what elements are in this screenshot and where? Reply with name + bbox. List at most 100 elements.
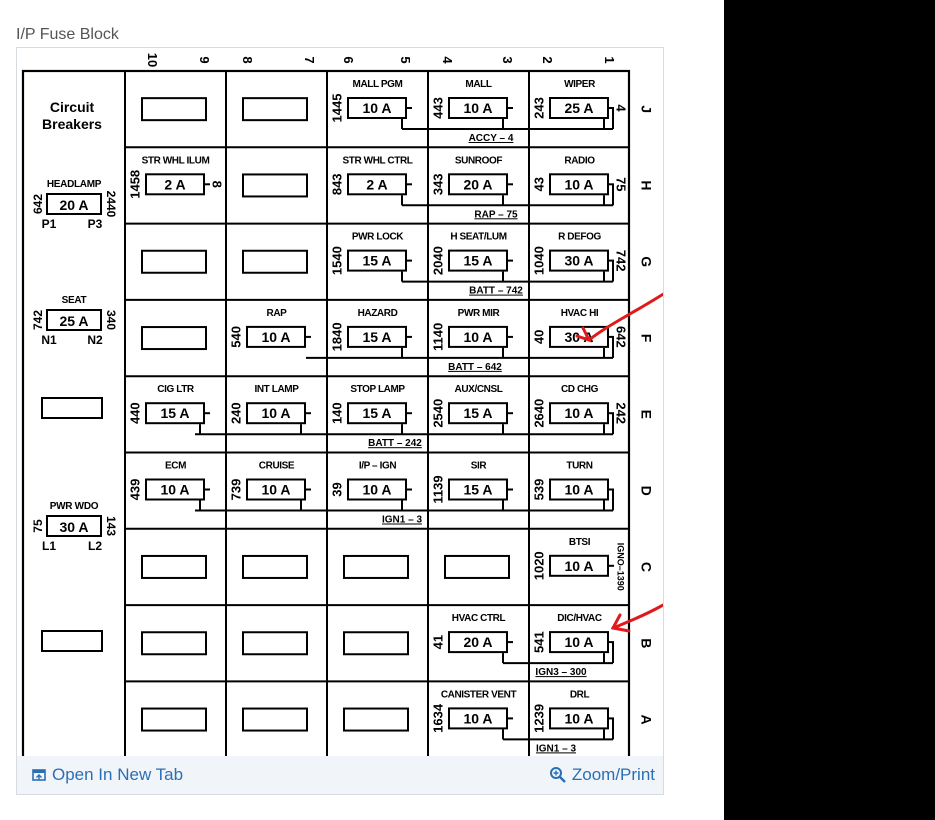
empty-fuse-slot (141, 249, 207, 274)
fuse-label: PWR MIR (458, 308, 501, 319)
column-number-10: 10 (145, 53, 160, 67)
bus-bar-label: BATT – 242 (368, 438, 422, 449)
fuse-circuit-number: 541 (531, 631, 546, 653)
empty-fuse-slot (141, 97, 207, 122)
empty-breaker-slot (41, 397, 103, 419)
fuse-circuit-number: 1840 (329, 322, 344, 351)
fuse-label: CD CHG (561, 384, 599, 395)
fuse-circuit-number: 843 (329, 173, 344, 195)
fuse-slot: PWR LOCK 15 A 1540 (329, 232, 412, 275)
fuse-circuit-number: 443 (430, 97, 445, 119)
empty-fuse-slot (242, 249, 308, 274)
fuse-rating: 10 A (564, 710, 593, 726)
fuse-rating: 10 A (463, 710, 492, 726)
breaker-terminal-1: L1 (42, 539, 56, 553)
fuse-rating: 10 A (261, 405, 290, 421)
fuse-circuit-number-2: 242 (614, 402, 629, 424)
fuse-rating: 10 A (261, 329, 290, 345)
zoom-print-link[interactable]: Zoom/Print (549, 765, 655, 785)
fuse-label: DRL (570, 689, 590, 700)
fuse-label: H SEAT/LUM (450, 232, 506, 243)
fuse-circuit-number: 243 (531, 97, 546, 119)
breaker-label: PWR WDO (50, 501, 99, 512)
empty-fuse-slot (242, 631, 308, 656)
fuse-circuit-number: 539 (531, 479, 546, 501)
fuse-rating: 15 A (463, 482, 492, 498)
fuse-label: WIPER (564, 79, 596, 90)
breaker-circuit-right: 143 (104, 516, 118, 536)
fuse-circuit-number-2: 8 (210, 181, 225, 188)
fuse-label: MALL PGM (353, 79, 403, 90)
fuse-label: RADIO (564, 155, 595, 166)
fuse-rating: 20 A (463, 176, 492, 192)
fuse-rating: 15 A (463, 253, 492, 269)
column-number-9: 9 (197, 56, 212, 63)
empty-fuse-slot (343, 707, 409, 732)
red-arrow-1-head (575, 326, 592, 343)
open-in-new-tab-link[interactable]: Open In New Tab (31, 765, 183, 785)
empty-fuse-slot (242, 173, 308, 198)
empty-fuse-slot (141, 631, 207, 656)
fuse-label: HVAC HI (561, 308, 599, 319)
bus-bar: BATT – 242 (195, 413, 614, 449)
zoom-print-label: Zoom/Print (571, 765, 655, 784)
fuse-label: INT LAMP (254, 384, 299, 395)
breaker-circuit-right: 340 (104, 310, 118, 330)
fuse-rating: 15 A (362, 329, 391, 345)
breaker-box (46, 309, 102, 331)
open-in-new-tab-label: Open In New Tab (52, 765, 184, 784)
breaker-label: SEAT (62, 295, 87, 306)
row-letter-B: B (638, 638, 654, 648)
fuse-circuit-number: 439 (127, 479, 142, 501)
fuse-circuit-number: 1040 (531, 246, 546, 275)
fuse-label: PWR LOCK (352, 232, 404, 243)
breaker-terminal-2: N2 (87, 333, 103, 347)
fuse-rating: 20 A (463, 634, 492, 650)
breaker-terminal-2: P3 (88, 217, 103, 231)
fuse-circuit-number: 1634 (430, 703, 445, 733)
empty-fuse-slot (141, 554, 207, 579)
fuse-label: CRUISE (259, 461, 295, 472)
bus-bar-label: BATT – 742 (469, 286, 523, 297)
row-letter-G: G (638, 256, 654, 267)
fuse-label: RAP (267, 308, 288, 319)
empty-fuse-slot (444, 554, 510, 579)
breaker-terminal-1: P1 (42, 217, 57, 231)
fuse-circuit-number: 240 (228, 402, 243, 424)
breaker-circuit-left: 75 (31, 519, 45, 533)
fuse-rating: 10 A (463, 100, 492, 116)
empty-fuse-slots (141, 97, 510, 732)
bus-bar-label: IGN3 – 300 (535, 667, 587, 678)
empty-fuse-slot (242, 707, 308, 732)
row-letter-H: H (638, 180, 654, 190)
bus-bar: ACCY – 4 (401, 108, 614, 144)
fuse-label: SUNROOF (455, 155, 502, 166)
fuse-circuit-number: 1540 (329, 246, 344, 275)
column-number-7: 7 (302, 56, 317, 63)
fuse-rating: 10 A (463, 329, 492, 345)
fuse-rating: 10 A (564, 634, 593, 650)
fuse-rating: 15 A (362, 253, 391, 269)
breaker-terminal-1: N1 (41, 333, 57, 347)
fuse-label: HVAC CTRL (452, 613, 506, 624)
fuse-circuit-number: 2540 (430, 399, 445, 428)
fuse-label: R DEFOG (558, 232, 601, 243)
